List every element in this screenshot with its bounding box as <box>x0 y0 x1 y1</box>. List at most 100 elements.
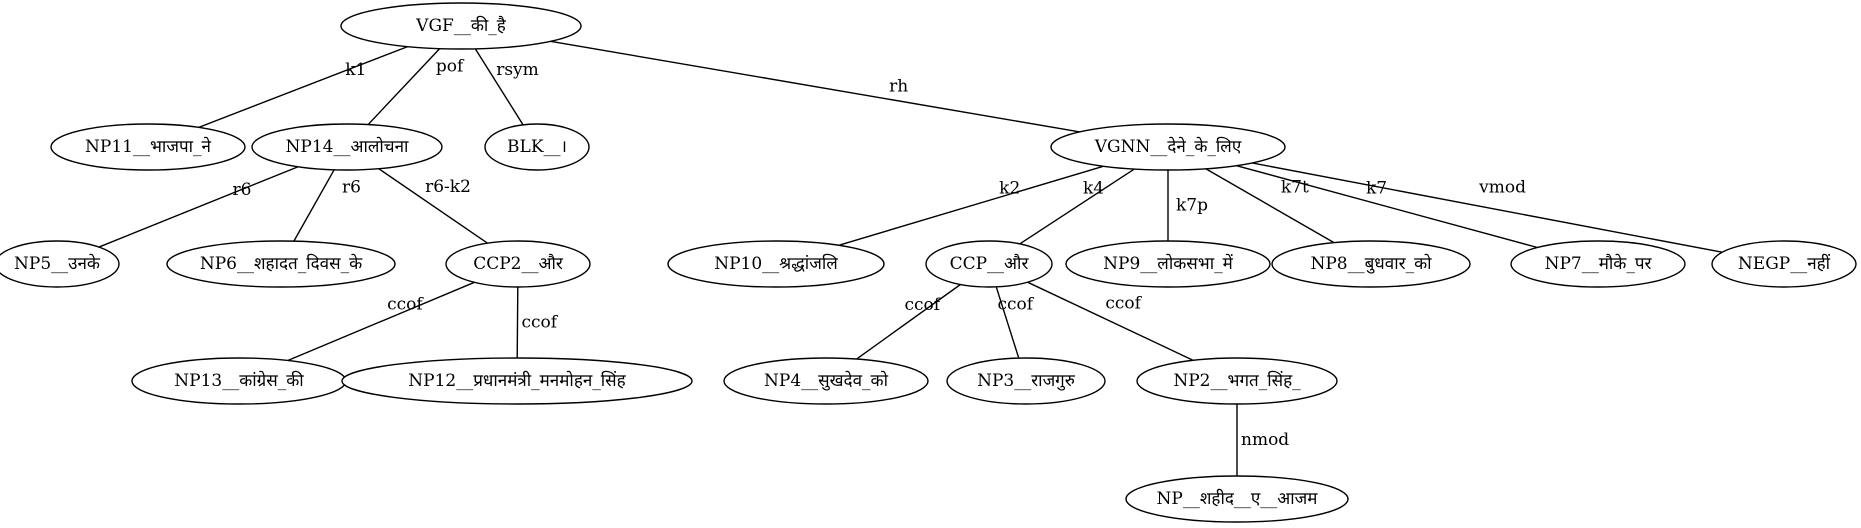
edge-vgf-vgnn: rh <box>550 40 1080 133</box>
node-np3: NP3__राजगुरु <box>946 357 1106 405</box>
edge-label: k7 <box>1366 179 1387 199</box>
node-np8: NP8__बुधवार_को <box>1271 240 1471 288</box>
node-vgnn: VGNN__देने_के_लिए <box>1050 123 1286 171</box>
node-ellipse <box>667 240 885 288</box>
edge-line <box>838 165 1104 246</box>
node-ellipse <box>1050 123 1286 171</box>
edge-line <box>367 48 441 126</box>
edge-label: rsym <box>496 60 539 80</box>
edge-line <box>516 286 519 359</box>
edge-label: r6-k2 <box>425 177 471 197</box>
edge-line <box>198 45 408 129</box>
edge-label: ccof <box>997 294 1034 314</box>
node-label: BLK__। <box>507 137 567 157</box>
node-label: NP6__शहादत_दिवस_के <box>200 253 363 274</box>
node-ellipse <box>723 357 929 405</box>
node-label: NP__शहीद__ए__आजम <box>1157 488 1319 509</box>
edge-line <box>1252 162 1723 253</box>
node-label: VGNN__देने_के_लिए <box>1094 136 1242 157</box>
node-ellipse <box>484 123 590 171</box>
node-label: NEGP__नहीं <box>1738 253 1831 274</box>
edge-label: vmod <box>1478 178 1526 198</box>
node-label: CCP__और <box>950 253 1030 274</box>
node-negp: NEGP__नहीं <box>1711 240 1857 288</box>
edge-ccp-np4: ccof <box>856 283 961 360</box>
node-np4: NP4__सुखदेव_को <box>723 357 929 405</box>
node-np14: NP14__आलोचना <box>251 123 443 171</box>
edge-vgf-np11: k1 <box>198 45 408 129</box>
node-ellipse <box>341 357 693 405</box>
node-np11: NP11__भाजपा_ने <box>50 123 246 171</box>
edge-line <box>378 168 488 244</box>
edge-label: rh <box>889 77 908 97</box>
edge-vgf-np14: pof <box>367 48 465 126</box>
node-label: CCP2__और <box>473 253 564 274</box>
node-ellipse <box>946 357 1106 405</box>
edge-label: ccof <box>1105 293 1142 313</box>
edge-vgnn-np10: k2 <box>838 165 1104 246</box>
edge-line <box>98 166 299 248</box>
edge-label: r6 <box>342 177 361 197</box>
node-label: NP9__लोकसभा_में <box>1103 253 1233 274</box>
edge-label: ccof <box>387 294 424 314</box>
edge-label: ccof <box>522 312 559 332</box>
edge-label: nmod <box>1241 430 1289 450</box>
edge-label: pof <box>436 57 465 77</box>
node-label: NP13__कांग्रेस_की <box>174 370 304 391</box>
node-ellipse <box>166 240 396 288</box>
node-label: NP2__भगत_सिंह_ <box>1173 370 1301 391</box>
node-np: NP__शहीद__ए__आजम <box>1125 475 1349 523</box>
node-label: NP11__भाजपा_ने <box>85 136 211 157</box>
node-np9: NP9__लोकसभा_में <box>1065 240 1271 288</box>
node-np13: NP13__कांग्रेस_की <box>131 357 347 405</box>
edge-vgnn-np9: k7p <box>1167 170 1208 241</box>
edge-label: ccof <box>905 295 942 315</box>
node-np12: NP12__प्रधानमंत्री_मनमोहन_सिंह <box>341 357 693 405</box>
edge-ccp2-np12: ccof <box>516 286 559 359</box>
node-np5: NP5__उनके <box>0 240 120 288</box>
edge-label: k1 <box>345 60 366 80</box>
edge-ccp-np2: ccof <box>1027 281 1194 361</box>
edge-line <box>474 48 524 126</box>
edge-label: k4 <box>1083 178 1104 198</box>
edge-np14-np5: r6 <box>98 166 299 248</box>
edge-line <box>293 169 335 242</box>
edge-vgnn-np8: k7t <box>1205 168 1335 244</box>
node-ellipse <box>1065 240 1271 288</box>
edge-vgf-blk: rsym <box>474 48 539 126</box>
node-np2: NP2__भगत_सिंह_ <box>1136 357 1338 405</box>
node-np7: NP7__मौके_पर <box>1510 240 1686 288</box>
node-ellipse <box>340 2 582 50</box>
edge-vgnn-ccp: k4 <box>1019 168 1135 245</box>
node-vgf: VGF__की_है <box>340 2 582 50</box>
edge-line <box>1236 164 1538 249</box>
edge-label: r6 <box>233 180 252 200</box>
node-ccp2: CCP2__और <box>445 240 591 288</box>
edge-vgnn-negp: vmod <box>1252 162 1723 253</box>
edge-np14-np6: r6 <box>293 169 361 242</box>
node-ellipse <box>251 123 443 171</box>
node-ccp: CCP__और <box>925 240 1053 288</box>
node-np10: NP10__श्रद्धांजलि <box>667 240 885 288</box>
node-ellipse <box>1136 357 1338 405</box>
edge-label: k2 <box>999 179 1020 199</box>
edge-vgnn-np7: k7 <box>1236 164 1538 249</box>
edge-line <box>287 281 475 362</box>
node-ellipse <box>925 240 1053 288</box>
node-ellipse <box>1271 240 1471 288</box>
node-ellipse <box>1711 240 1857 288</box>
node-label: NP10__श्रद्धांजलि <box>714 253 838 274</box>
node-label: NP14__आलोचना <box>286 136 409 157</box>
node-label: NP12__प्रधानमंत्री_मनमोहन_सिंह <box>408 370 626 391</box>
edge-line <box>1027 281 1194 361</box>
node-label: NP8__बुधवार_को <box>1310 253 1432 274</box>
node-ellipse <box>0 240 120 288</box>
node-ellipse <box>1125 475 1349 523</box>
edge-line <box>1019 168 1135 245</box>
node-label: VGF__की_है <box>415 15 507 36</box>
node-label: NP4__सुखदेव_को <box>764 370 889 391</box>
edge-np2-np: nmod <box>1236 404 1289 476</box>
